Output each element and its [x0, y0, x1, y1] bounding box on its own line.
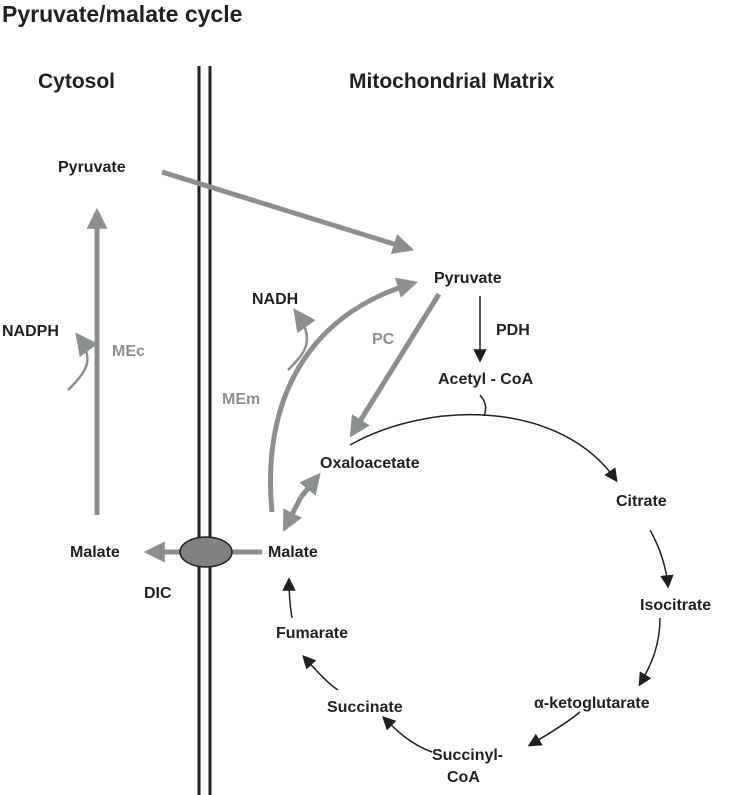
- succinyl-coa-label-line1: Succinyl-: [432, 747, 503, 764]
- alpha-ketoglutarate-label: α-ketoglutarate: [534, 695, 650, 712]
- matrix-pyruvate-label: Pyruvate: [434, 270, 502, 287]
- acetyl-coa-label: Acetyl - CoA: [438, 371, 534, 388]
- malate-oxaloacetate-arrow: [299, 472, 321, 499]
- nadh-label: NADH: [252, 291, 298, 308]
- matrix-heading: Mitochondrial Matrix: [349, 70, 555, 93]
- fumarate-label: Fumarate: [276, 625, 348, 642]
- matrix-malate-label: Malate: [268, 544, 318, 561]
- cytosol-pyruvate-label: Pyruvate: [58, 159, 126, 176]
- cytosol-malate-label: Malate: [70, 544, 120, 561]
- succinylcoa-to-succinate-arrow: [382, 716, 433, 753]
- oxaloacetate-malate-arrow: [282, 495, 304, 532]
- pc-arrow: [349, 292, 442, 438]
- pc-label: PC: [372, 331, 395, 348]
- pdh-label: PDH: [496, 322, 530, 339]
- oxaloacetate-to-citrate-arrow: [349, 413, 618, 483]
- pyruvate-transport-arrow: [161, 169, 415, 255]
- succinate-label: Succinate: [327, 699, 403, 716]
- cytosol-heading: Cytosol: [38, 70, 115, 93]
- isocitrate-to-ketoglutarate-arrow: [638, 617, 661, 687]
- citrate-to-isocitrate-arrow: [649, 529, 674, 589]
- mitochondrial-membrane: [197, 66, 212, 795]
- isocitrate-label: Isocitrate: [640, 597, 711, 614]
- citrate-label: Citrate: [616, 493, 667, 510]
- succinate-to-fumarate-arrow: [302, 655, 339, 691]
- mem-label: MEm: [222, 391, 260, 408]
- dic-transporter: [179, 536, 233, 568]
- nadph-label: NADPH: [2, 323, 59, 340]
- diagram-title: Pyruvate/malate cycle: [2, 1, 242, 27]
- nadph-branch-arrow: [67, 332, 98, 391]
- dic-label: DIC: [144, 585, 172, 602]
- nadh-branch-arrow: [287, 308, 316, 371]
- ketoglutarate-to-succinylcoa-arrow: [527, 711, 581, 747]
- oxaloacetate-label: Oxaloacetate: [320, 455, 420, 472]
- fumarate-to-malate-arrow: [282, 577, 296, 619]
- acetyl-coa-hook: [479, 394, 487, 417]
- mec-label: MEc: [112, 343, 145, 360]
- succinyl-coa-label-line2: CoA: [447, 769, 480, 786]
- mem-arrow: [267, 277, 419, 513]
